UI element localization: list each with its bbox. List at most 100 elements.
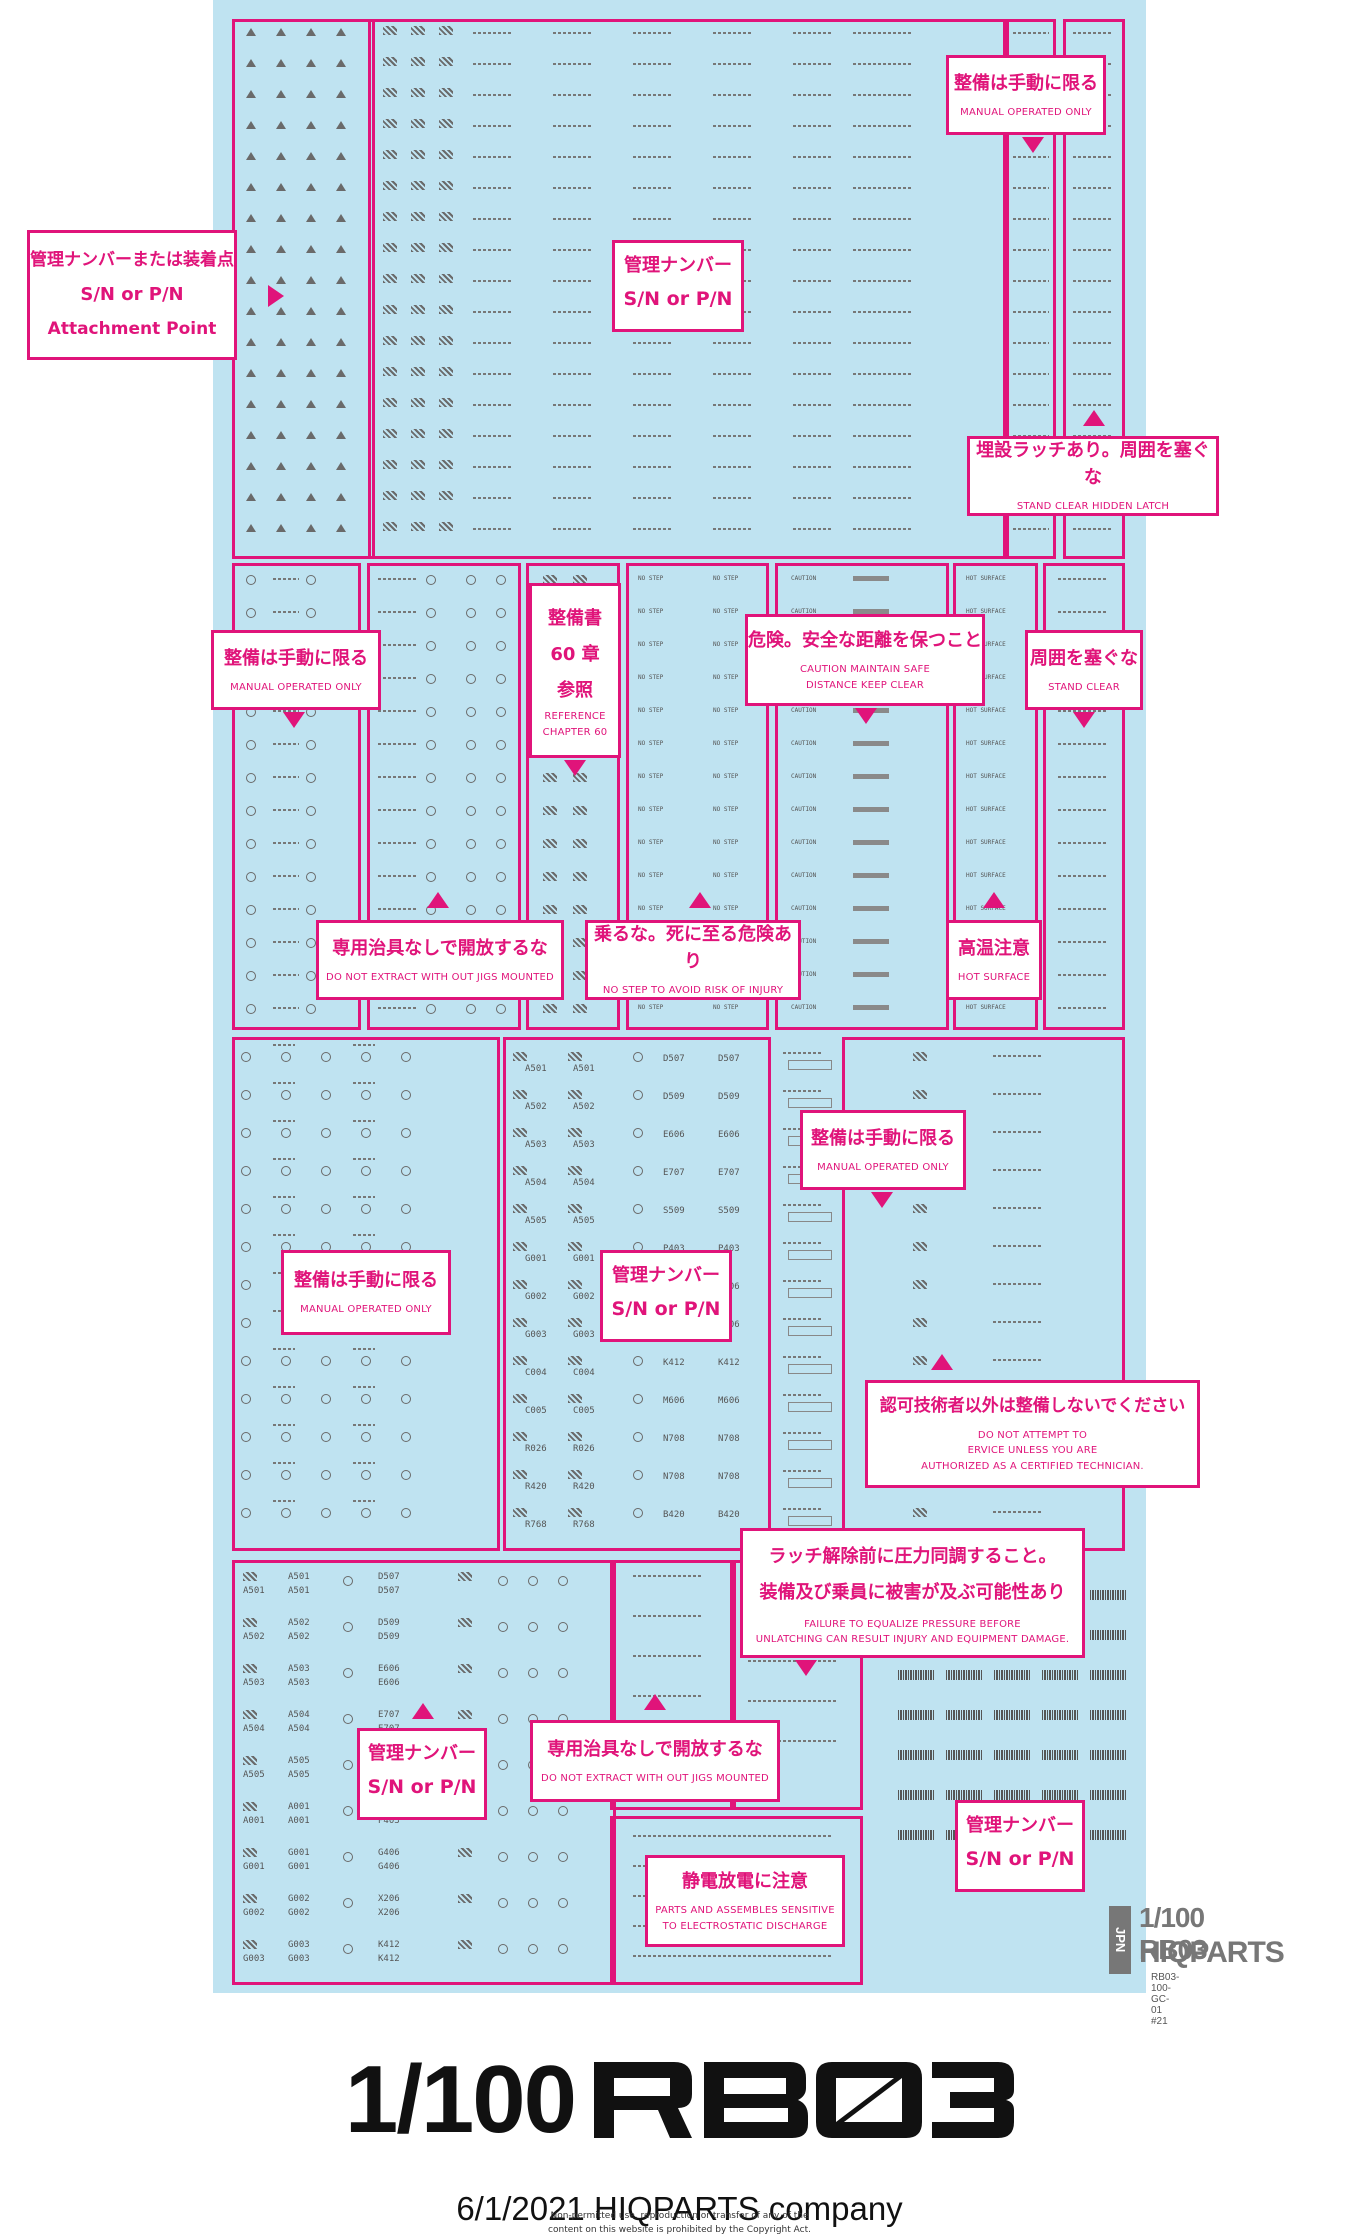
decal-text: CAUTION bbox=[791, 773, 816, 780]
decal-mark bbox=[473, 125, 513, 127]
decal-mark bbox=[273, 743, 299, 745]
decal-mark bbox=[568, 1242, 582, 1251]
callout-serial-bottom-right: 管理ナンバー S/N or P/N bbox=[955, 1800, 1085, 1892]
callout-text: 整備は手動に限る bbox=[294, 1267, 438, 1294]
decal-mark bbox=[246, 183, 256, 191]
decal-text: NO STEP bbox=[638, 872, 663, 879]
decal-mark bbox=[243, 1894, 257, 1903]
decal-mark bbox=[573, 839, 587, 848]
callout-text: Attachment Point bbox=[48, 317, 217, 343]
callout-text: 高温注意 bbox=[958, 935, 1030, 962]
decal-mark bbox=[568, 1128, 582, 1137]
decal-mark bbox=[343, 1760, 353, 1770]
decal-mark bbox=[439, 367, 453, 376]
decal-mark bbox=[713, 404, 753, 406]
decal-mark bbox=[1090, 1830, 1126, 1840]
decal-text: S509 bbox=[663, 1206, 685, 1216]
decal-mark bbox=[528, 1668, 538, 1678]
decal-text: CAUTION bbox=[791, 905, 816, 912]
callout-serial-mid: 管理ナンバー S/N or P/N bbox=[600, 1250, 732, 1342]
decal-mark bbox=[426, 773, 436, 783]
decal-text: NO STEP bbox=[713, 740, 738, 747]
decal-mark bbox=[713, 528, 753, 530]
decal-mark bbox=[513, 1090, 527, 1099]
decal-mark bbox=[633, 1432, 643, 1442]
decal-mark bbox=[994, 1790, 1030, 1800]
decal-mark bbox=[553, 497, 593, 499]
decal-mark bbox=[713, 373, 753, 375]
arrow-down-icon bbox=[871, 1192, 893, 1208]
decal-text: E707 bbox=[663, 1168, 685, 1178]
decal-mark bbox=[458, 1664, 472, 1673]
decal-mark bbox=[306, 307, 316, 315]
decal-mark bbox=[383, 336, 397, 345]
arrow-down-icon bbox=[1022, 137, 1044, 153]
decal-mark bbox=[458, 1710, 472, 1719]
decal-mark bbox=[321, 1204, 331, 1214]
decal-mark bbox=[458, 1894, 472, 1903]
decal-mark bbox=[361, 1470, 371, 1480]
decal-mark bbox=[276, 493, 286, 501]
callout-text: 整備書 bbox=[548, 601, 602, 637]
decal-mark bbox=[498, 1944, 508, 1954]
decal-mark bbox=[241, 1318, 251, 1328]
decal-text: E707 bbox=[718, 1168, 740, 1178]
decal-mark bbox=[466, 674, 476, 684]
callout-text: DO NOT ATTEMPT TO bbox=[978, 1428, 1087, 1444]
decal-mark bbox=[439, 212, 453, 221]
decal-mark bbox=[246, 575, 256, 585]
decal-mark bbox=[246, 608, 256, 618]
decal-mark bbox=[336, 493, 346, 501]
decal-mark bbox=[713, 94, 753, 96]
decal-mark bbox=[633, 1955, 833, 1957]
decal-mark bbox=[276, 369, 286, 377]
decal-text: A505 bbox=[288, 1756, 310, 1766]
decal-mark bbox=[1073, 156, 1113, 158]
decal-text: G406 bbox=[378, 1862, 400, 1872]
decal-text: A505 bbox=[573, 1216, 595, 1226]
decal-mark bbox=[378, 578, 418, 580]
decal-mark bbox=[783, 1394, 823, 1396]
decal-mark bbox=[276, 121, 286, 129]
decal-mark bbox=[401, 1166, 411, 1176]
decal-text: CAUTION bbox=[791, 839, 816, 846]
decal-mark bbox=[466, 905, 476, 915]
decal-mark bbox=[553, 404, 593, 406]
decal-mark bbox=[1013, 32, 1049, 34]
decal-text: G002 bbox=[525, 1292, 547, 1302]
decal-text: D507 bbox=[378, 1572, 400, 1582]
callout-manual-top: 整備は手動に限る MANUAL OPERATED ONLY bbox=[946, 55, 1106, 135]
decal-mark bbox=[276, 276, 286, 284]
decal-mark bbox=[853, 94, 883, 96]
decal-text: K412 bbox=[718, 1358, 740, 1368]
decal-text: NO STEP bbox=[638, 641, 663, 648]
decal-mark bbox=[466, 839, 476, 849]
decal-text: R420 bbox=[525, 1482, 547, 1492]
decal-mark bbox=[243, 1802, 257, 1811]
decal-mark bbox=[273, 776, 299, 778]
decal-mark bbox=[513, 1052, 527, 1061]
decal-text: G001 bbox=[288, 1848, 310, 1858]
decal-mark bbox=[343, 1576, 353, 1586]
decal-mark bbox=[1073, 249, 1113, 251]
decal-mark bbox=[898, 1790, 934, 1800]
decal-mark bbox=[306, 431, 316, 439]
decal-mark bbox=[241, 1394, 251, 1404]
decal-text: HOT SURFACE bbox=[966, 575, 1006, 582]
decal-mark bbox=[246, 740, 256, 750]
decal-mark bbox=[1058, 842, 1108, 844]
decal-mark bbox=[568, 1470, 582, 1479]
decal-mark bbox=[243, 1618, 257, 1627]
decal-mark bbox=[473, 249, 513, 251]
decal-mark bbox=[378, 842, 418, 844]
decal-text: S509 bbox=[718, 1206, 740, 1216]
decal-mark bbox=[1058, 875, 1108, 877]
decal-mark bbox=[633, 1166, 643, 1176]
decal-mark bbox=[513, 1508, 527, 1517]
decal-mark bbox=[466, 740, 476, 750]
decal-mark bbox=[473, 280, 513, 282]
decal-mark bbox=[803, 404, 833, 406]
decal-mark bbox=[633, 528, 673, 530]
decal-mark bbox=[361, 1166, 371, 1176]
decal-mark bbox=[633, 32, 673, 34]
